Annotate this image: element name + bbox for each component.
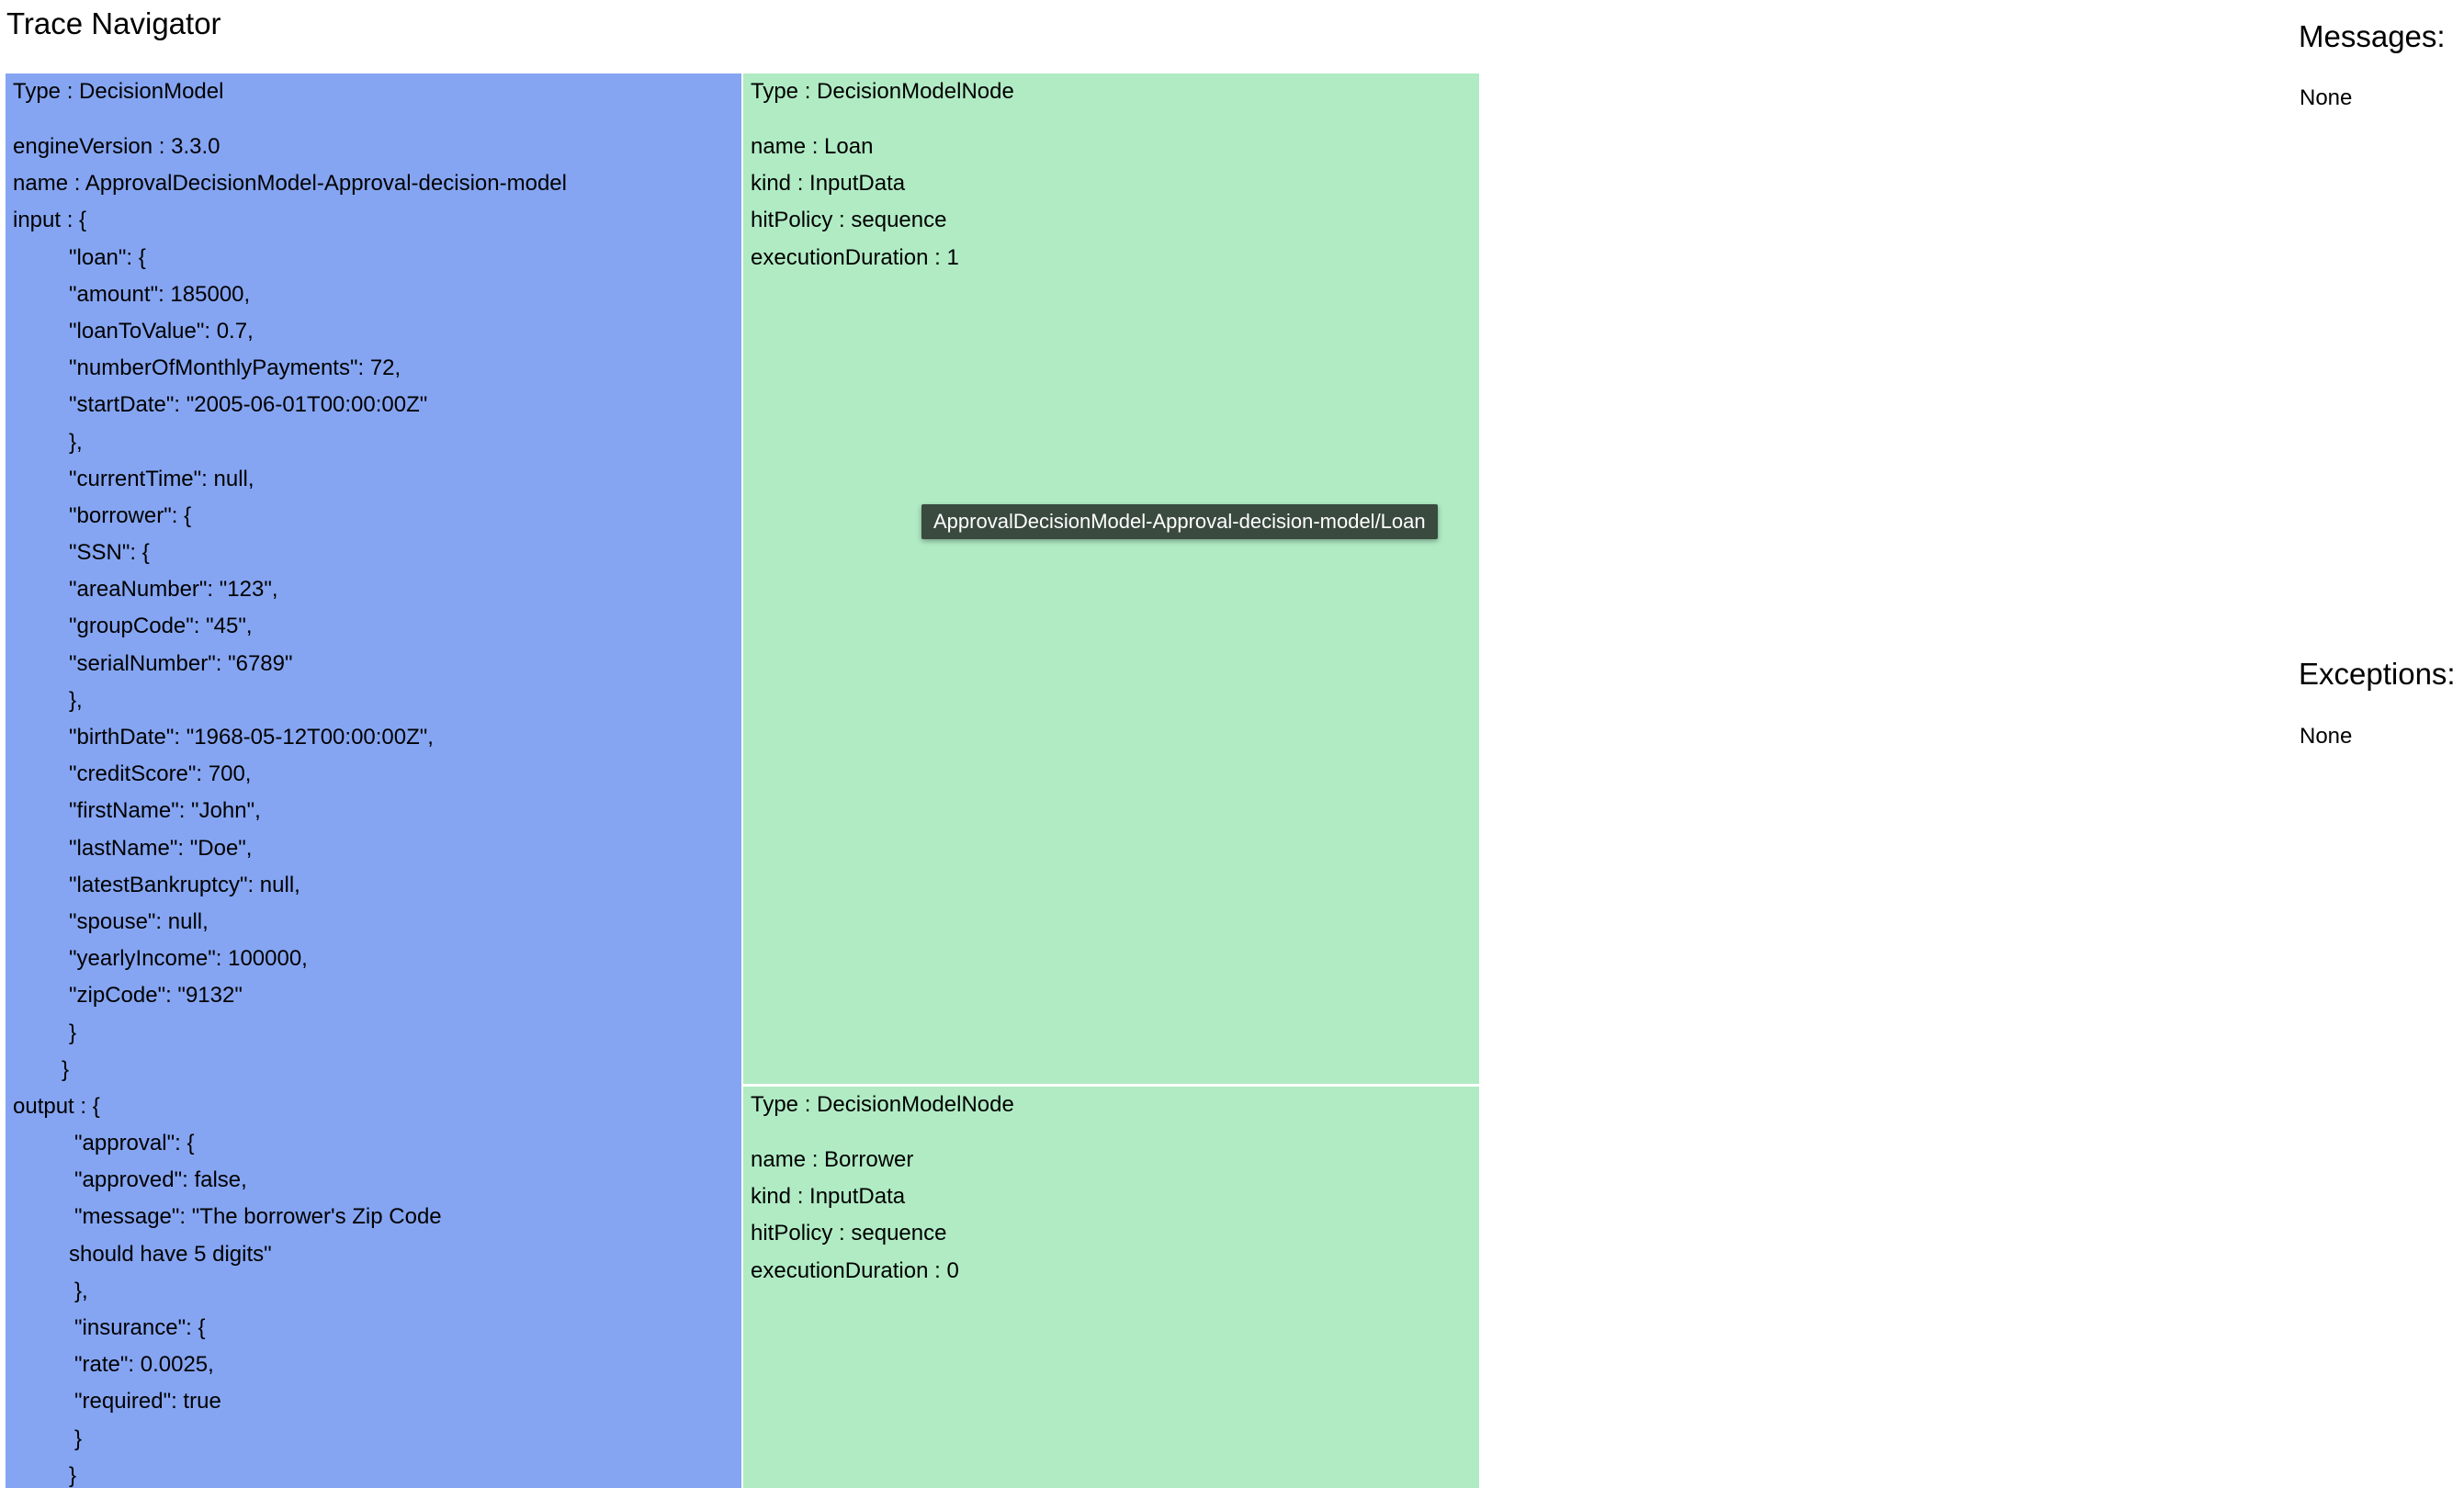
node-hit-policy-line: hitPolicy : sequence bbox=[751, 1221, 947, 1246]
input-json-line: "spouse": null, bbox=[69, 908, 209, 934]
output-json-line: "approved": false, bbox=[74, 1167, 247, 1193]
node-name-line: name : Borrower bbox=[751, 1147, 914, 1172]
decision-model-details: engineVersion : 3.3.0 name : ApprovalDec… bbox=[13, 129, 567, 1488]
input-json-line: "zipCode": "9132" bbox=[69, 983, 243, 1009]
exceptions-value: None bbox=[2300, 724, 2353, 749]
decision-model-type: Type : DecisionModel bbox=[13, 79, 224, 104]
node-type: Type : DecisionModelNode bbox=[751, 79, 1014, 104]
output-json-line: "message": "The borrower's Zip Code bbox=[74, 1204, 442, 1230]
model-name-line: name : ApprovalDecisionModel-Approval-de… bbox=[13, 171, 567, 197]
page-title: Trace Navigator bbox=[6, 6, 221, 40]
output-json-line: "rate": 0.0025, bbox=[74, 1352, 214, 1378]
input-json-line: "amount": 185000, bbox=[69, 281, 251, 307]
input-json-line: "yearlyIncome": 100000, bbox=[69, 946, 308, 972]
output-json-line: } bbox=[74, 1426, 83, 1451]
output-json-line: "insurance": { bbox=[74, 1315, 206, 1340]
input-json-line: "numberOfMonthlyPayments": 72, bbox=[69, 355, 401, 381]
node-kind-line: kind : InputData bbox=[751, 171, 906, 197]
node-kind-line: kind : InputData bbox=[751, 1184, 906, 1210]
input-json-line: "firstName": "John", bbox=[69, 798, 261, 824]
input-json-line: "areaNumber": "123", bbox=[69, 577, 278, 603]
input-json-line: "serialNumber": "6789" bbox=[69, 650, 293, 676]
input-json-line: "SSN": { bbox=[69, 540, 150, 566]
output-label-line: output : { bbox=[13, 1093, 100, 1119]
input-json-line: "creditScore": 700, bbox=[69, 761, 252, 787]
input-json-line: }, bbox=[69, 429, 83, 455]
node-name-line: name : Loan bbox=[751, 134, 874, 159]
output-json-line: } bbox=[69, 1462, 77, 1488]
node-execution-duration-line: executionDuration : 1 bbox=[751, 244, 959, 270]
input-json-line: "loan": { bbox=[69, 244, 146, 270]
output-json-line: should have 5 digits" bbox=[69, 1241, 272, 1267]
exceptions-heading: Exceptions: bbox=[2299, 657, 2456, 691]
output-json-line: "approval": { bbox=[74, 1131, 195, 1156]
output-json-line: }, bbox=[74, 1278, 88, 1303]
node-details: name : Loan kind : InputData hitPolicy :… bbox=[751, 129, 959, 276]
input-json-line: "startDate": "2005-06-01T00:00:00Z" bbox=[69, 392, 428, 418]
node-path-tooltip: ApprovalDecisionModel-Approval-decision-… bbox=[921, 504, 1438, 539]
messages-value: None bbox=[2300, 85, 2353, 110]
decision-node-borrower-panel[interactable]: Type : DecisionModelNode name : Borrower… bbox=[743, 1087, 1479, 1488]
decision-model-panel[interactable]: Type : DecisionModel engineVersion : 3.3… bbox=[6, 73, 741, 1488]
input-json-line: } bbox=[62, 1056, 70, 1082]
input-json-line: } bbox=[69, 1020, 77, 1045]
input-json-line: "currentTime": null, bbox=[69, 466, 254, 491]
output-json-line: "required": true bbox=[74, 1389, 221, 1415]
input-json-line: "birthDate": "1968-05-12T00:00:00Z", bbox=[69, 725, 434, 750]
node-type: Type : DecisionModelNode bbox=[751, 1092, 1014, 1117]
input-label-line: input : { bbox=[13, 208, 87, 233]
node-execution-duration-line: executionDuration : 0 bbox=[751, 1257, 959, 1283]
decision-node-loan-panel[interactable]: Type : DecisionModelNode name : Loan kin… bbox=[743, 73, 1479, 1084]
input-json-line: }, bbox=[69, 687, 83, 713]
input-json-line: "groupCode": "45", bbox=[69, 614, 253, 639]
input-json-line: "latestBankruptcy": null, bbox=[69, 872, 300, 897]
input-json-line: "lastName": "Doe", bbox=[69, 835, 253, 861]
node-details: name : Borrower kind : InputData hitPoli… bbox=[751, 1142, 959, 1290]
input-json-line: "loanToValue": 0.7, bbox=[69, 318, 254, 344]
engine-version-line: engineVersion : 3.3.0 bbox=[13, 134, 220, 159]
messages-heading: Messages: bbox=[2299, 19, 2446, 53]
node-hit-policy-line: hitPolicy : sequence bbox=[751, 208, 947, 233]
input-json-line: "borrower": { bbox=[69, 502, 192, 528]
